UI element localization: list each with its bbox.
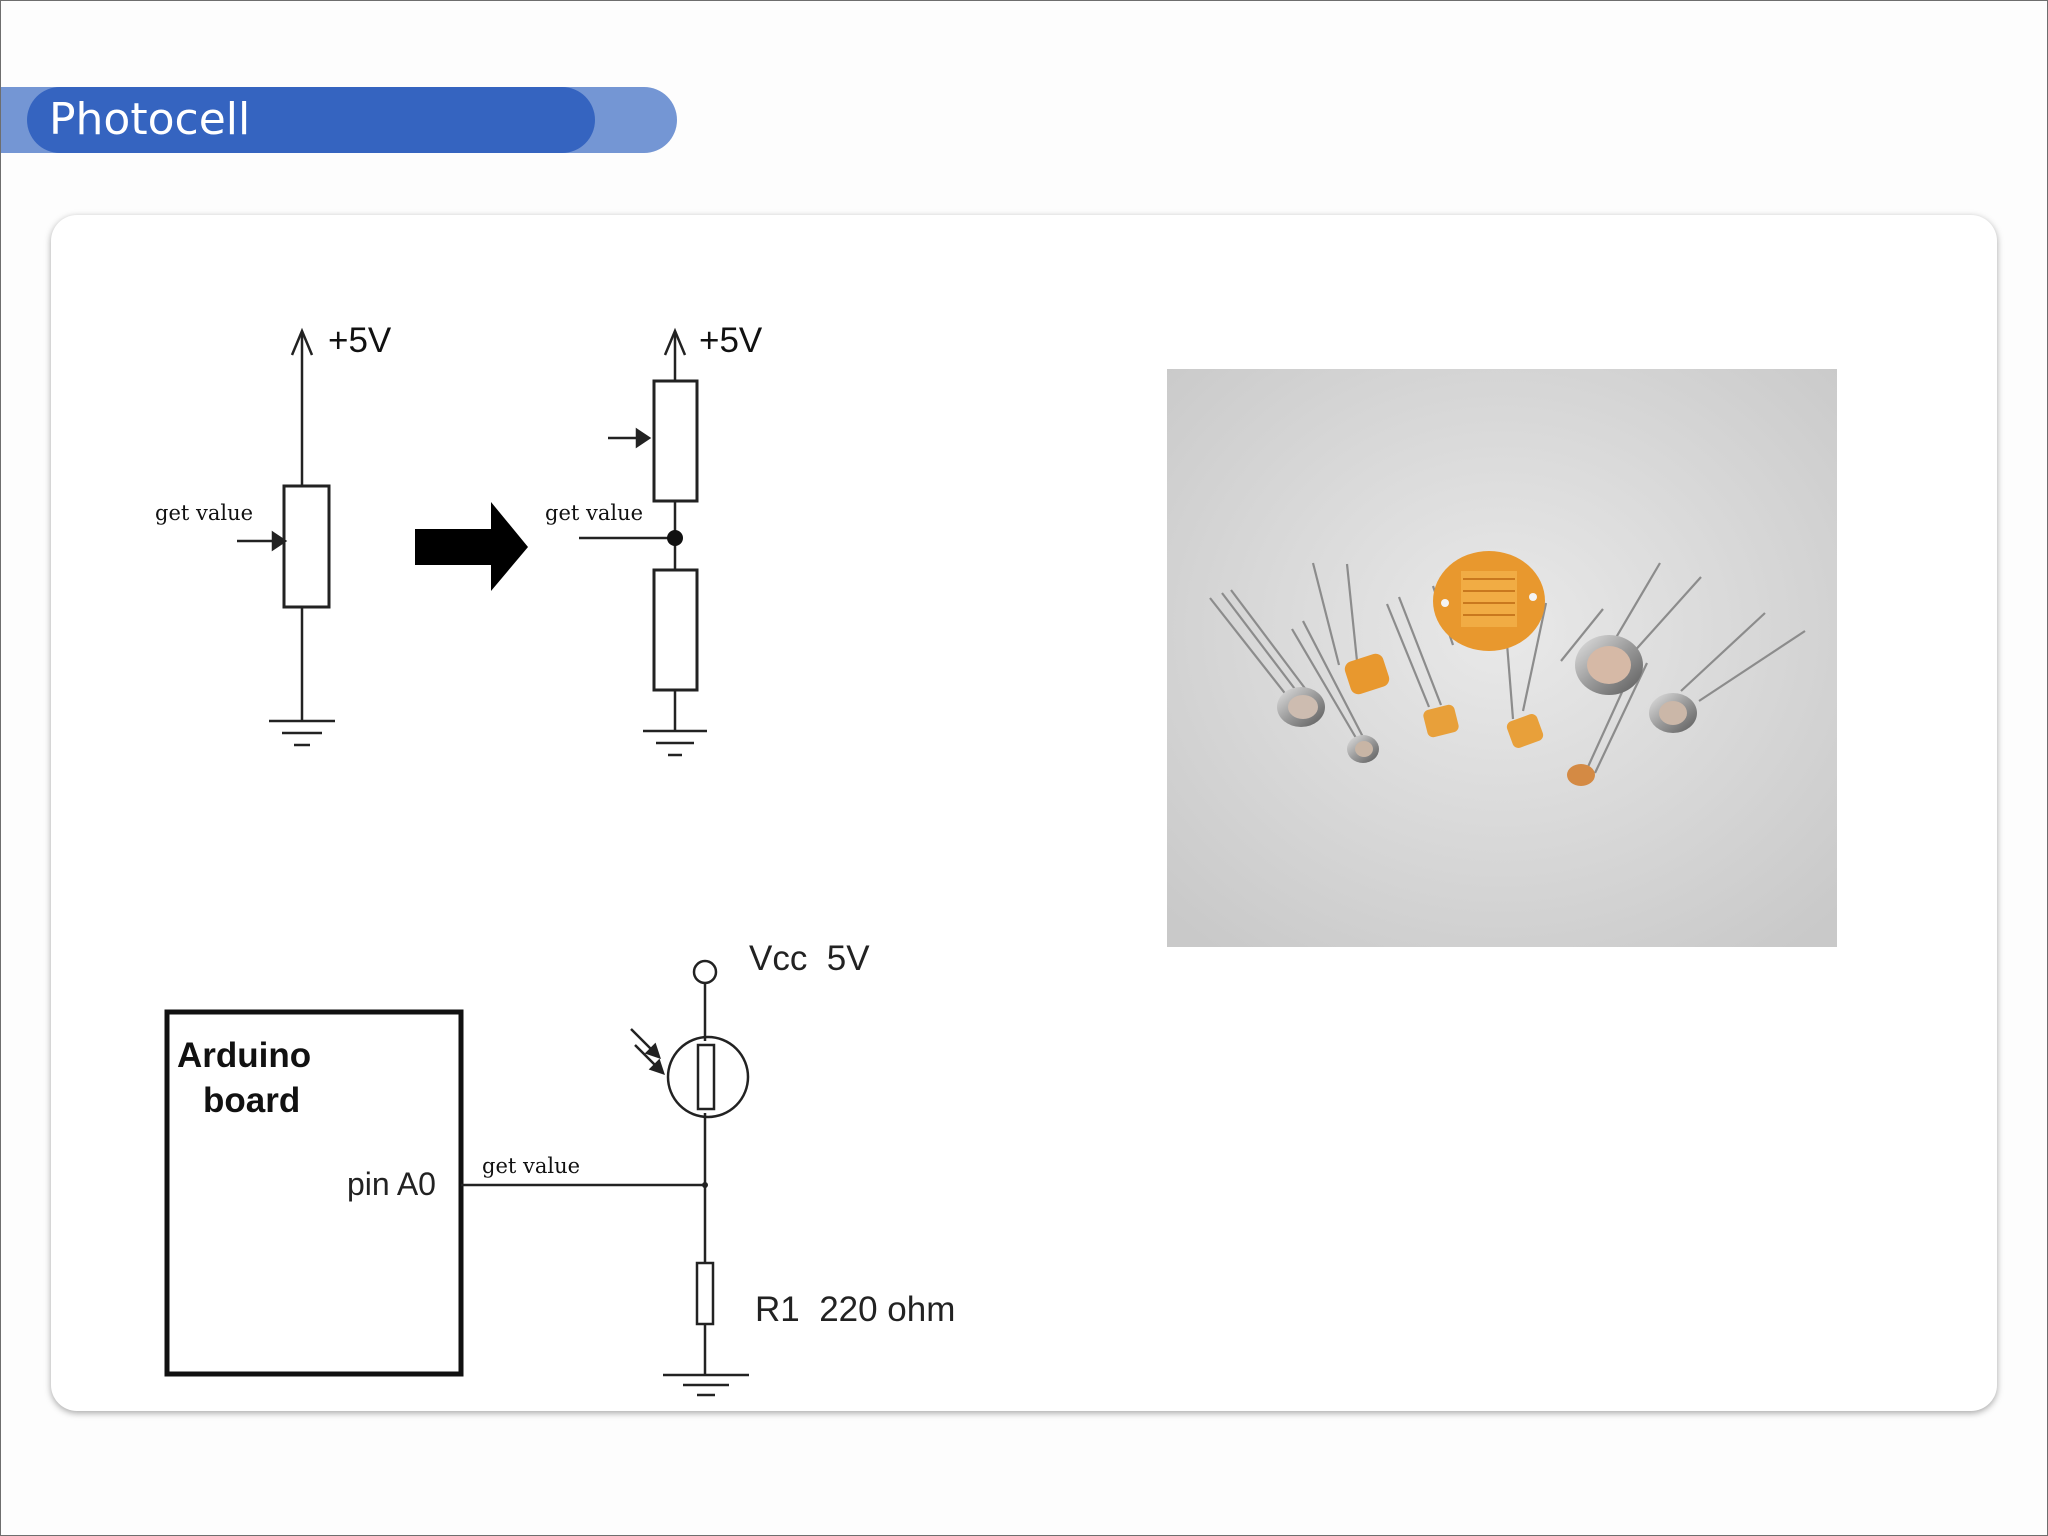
board-label-line1: Arduino: [177, 1036, 311, 1075]
upper-resistor: [652, 379, 699, 503]
photoresistor-symbol: [666, 1035, 750, 1119]
title-bar: [27, 87, 595, 153]
light-rays-icon: [630, 1028, 665, 1075]
voltage-divider-diagram: [579, 327, 707, 757]
transform-arrow-icon: [415, 502, 528, 591]
vcc-terminal: [692, 959, 718, 985]
junction-dot: [667, 530, 683, 546]
left-supply-label: +5V: [328, 321, 392, 360]
arduino-ground-icon: [663, 1373, 749, 1397]
right-supply-label: +5V: [699, 321, 763, 360]
resistor-label: R1 220 ohm: [755, 1290, 955, 1329]
light-arrow-icon: [635, 427, 652, 449]
supply-arrow-icon: [290, 327, 314, 356]
wire-label: get value: [482, 1154, 580, 1178]
ground-icon: [269, 719, 335, 747]
arduino-board: [164, 1009, 464, 1377]
divider-supply-arrow-icon: [663, 327, 687, 356]
left-output-label: get value: [155, 501, 253, 525]
single-resistor-diagram: [237, 327, 335, 747]
r1-resistor: [695, 1261, 715, 1326]
arduino-wiring: [461, 984, 749, 1397]
variable-resistor: [282, 484, 331, 609]
photocells-photo: [1167, 369, 1837, 947]
supply-label: Vcc 5V: [749, 939, 870, 978]
lower-resistor: [652, 568, 699, 692]
signal-junction: [702, 1182, 708, 1188]
divider-ground-icon: [643, 729, 707, 757]
slide-title: Photocell: [49, 94, 251, 145]
board-label-line2: board: [203, 1081, 300, 1120]
wiper-arrow-icon: [271, 530, 288, 552]
pin-label: pin A0: [347, 1166, 436, 1202]
right-output-label: get value: [545, 501, 643, 525]
